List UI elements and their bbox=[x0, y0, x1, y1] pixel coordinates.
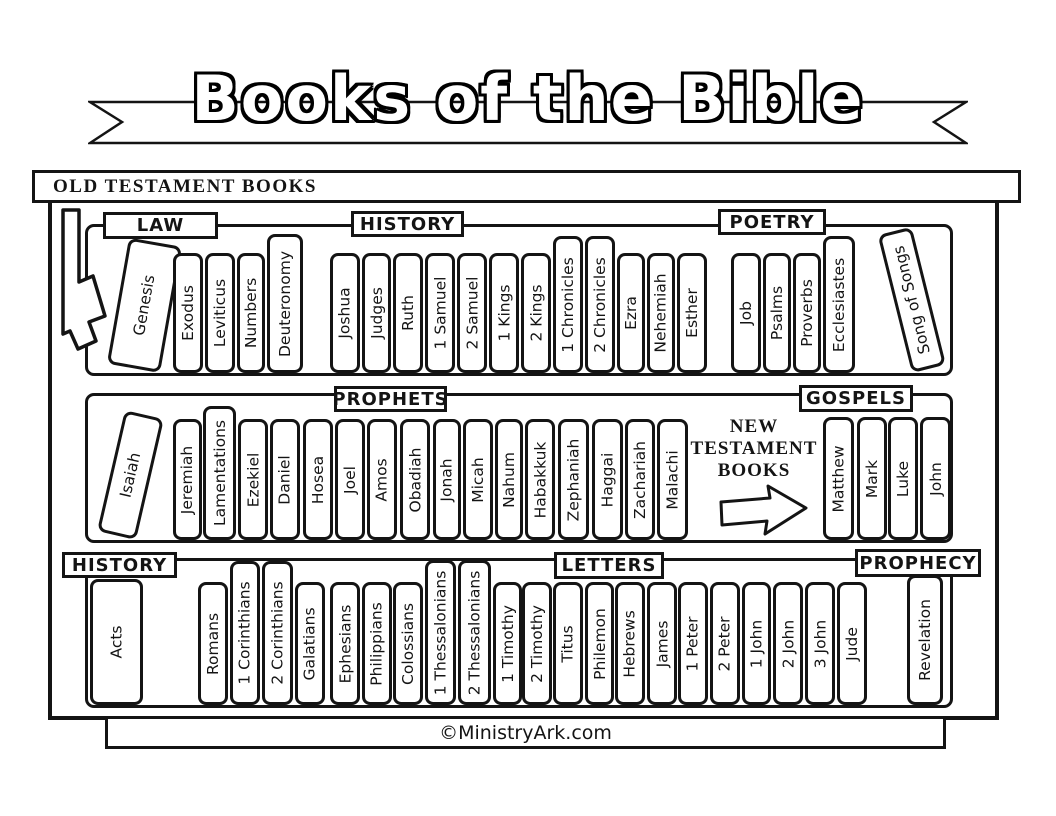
new-testament-note-line2: TESTAMENT bbox=[690, 438, 818, 459]
book-spine-psalms: Psalms bbox=[763, 253, 791, 373]
book-spine-john: John bbox=[920, 417, 951, 540]
new-testament-note-line3: BOOKS bbox=[717, 460, 791, 481]
shelf-old-testament-top: Genesis Exodus Leviticus Numbers Deutero… bbox=[85, 224, 953, 376]
page-title: Books of the Bible bbox=[191, 62, 865, 135]
label-poetry: POETRY bbox=[718, 209, 826, 235]
book-spine-joshua: Joshua bbox=[330, 253, 360, 373]
label-law: LAW bbox=[103, 212, 218, 239]
book-spine-proverbs: Proverbs bbox=[793, 253, 821, 373]
book-spine-zephaniah: Zephaniah bbox=[558, 419, 589, 540]
book-spine-amos: Amos bbox=[367, 419, 397, 540]
book-spine-exodus: Exodus bbox=[173, 253, 203, 373]
book-spine-1-chronicles: 1 Chronicles bbox=[553, 236, 583, 373]
book-spine-malachi: Malachi bbox=[657, 419, 688, 540]
book-spine-ephesians: Ephesians bbox=[330, 582, 360, 705]
book-spine-nehemiah: Nehemiah bbox=[647, 253, 675, 373]
book-spine-2-john: 2 John bbox=[773, 582, 803, 705]
credit-text: ©MinistryArk.com bbox=[439, 721, 612, 744]
ribbon-banner bbox=[88, 100, 968, 145]
label-letters-text: LETTERS bbox=[561, 555, 657, 576]
book-spine-daniel: Daniel bbox=[270, 419, 300, 540]
book-spine-2-samuel: 2 Samuel bbox=[457, 253, 487, 373]
start-here-arrow-icon bbox=[61, 208, 107, 351]
book-spine-2-corinthians: 2 Corinthians bbox=[262, 561, 293, 705]
book-spine-1-corinthians: 1 Corinthians bbox=[230, 561, 260, 705]
book-spine-1-kings: 1 Kings bbox=[489, 253, 519, 373]
book-spine-colossians: Colossians bbox=[393, 582, 423, 705]
book-spine-numbers: Numbers bbox=[237, 253, 265, 373]
label-poetry-text: POETRY bbox=[729, 211, 815, 233]
book-spine-2-thessalonians: 2 Thessalonians bbox=[458, 560, 491, 705]
book-spine-job: Job bbox=[731, 253, 761, 373]
book-spine-luke: Luke bbox=[888, 417, 918, 540]
book-spine-ecclesiastes: Ecclesiastes bbox=[823, 236, 855, 373]
book-spine-galatians: Galatians bbox=[295, 582, 325, 705]
book-spine-micah: Micah bbox=[463, 419, 493, 540]
label-history-nt: HISTORY bbox=[62, 552, 177, 578]
shelf-prophets-gospels: Isaiah Jeremiah Lamentations Ezekiel Dan… bbox=[85, 393, 953, 543]
book-spine-lamentations: Lamentations bbox=[203, 406, 236, 540]
book-spine-genesis: Genesis bbox=[106, 237, 183, 373]
book-spine-leviticus: Leviticus bbox=[205, 253, 235, 373]
book-spine-2-kings: 2 Kings bbox=[521, 253, 551, 373]
book-spine-habakkuk: Habakkuk bbox=[525, 419, 555, 540]
label-history-nt-text: HISTORY bbox=[71, 554, 168, 576]
label-prophecy-text: PROPHECY bbox=[859, 552, 977, 574]
book-spine-revelation: Revelation bbox=[907, 575, 943, 705]
book-spine-james: James bbox=[647, 582, 677, 705]
new-testament-note-line1: NEW bbox=[729, 416, 779, 437]
book-spine-matthew: Matthew bbox=[823, 417, 854, 540]
book-spine-titus: Titus bbox=[553, 582, 583, 705]
bookcase-base: ©MinistryArk.com bbox=[105, 716, 946, 749]
label-gospels-text: GOSPELS bbox=[806, 388, 906, 409]
book-spine-romans: Romans bbox=[198, 582, 228, 705]
book-spine-2-chronicles: 2 Chronicles bbox=[585, 236, 615, 373]
book-spine-1-john: 1 John bbox=[742, 582, 771, 705]
label-prophecy: PROPHECY bbox=[855, 549, 981, 577]
book-spine-1-thessalonians: 1 Thessalonians bbox=[425, 560, 456, 705]
label-gospels: GOSPELS bbox=[799, 385, 913, 412]
book-spine-obadiah: Obadiah bbox=[400, 419, 430, 540]
book-spine-ruth: Ruth bbox=[393, 253, 423, 373]
shelf-new-testament-bottom: Acts Romans 1 Corinthians 2 Corinthians … bbox=[85, 558, 953, 708]
book-spine-zachariah: Zachariah bbox=[625, 419, 655, 540]
book-spine-esther: Esther bbox=[677, 253, 707, 373]
label-prophets: PROPHETS bbox=[332, 386, 449, 412]
label-law-text: LAW bbox=[136, 215, 185, 236]
book-spine-hosea: Hosea bbox=[303, 419, 333, 540]
book-spine-acts: Acts bbox=[90, 579, 143, 705]
book-spine-jude: Jude bbox=[837, 582, 867, 705]
book-spine-1-timothy: 1 Timothy bbox=[493, 582, 522, 705]
label-history-ot-text: HISTORY bbox=[359, 213, 456, 235]
book-spine-jonah: Jonah bbox=[433, 419, 461, 540]
book-spine-judges: Judges bbox=[362, 253, 391, 373]
book-spine-philippians: Philippians bbox=[362, 582, 392, 705]
label-prophets-text: PROPHETS bbox=[332, 388, 449, 410]
book-spine-hebrews: Hebrews bbox=[615, 582, 645, 705]
right-arrow-icon bbox=[719, 484, 808, 536]
book-spine-joel: Joel bbox=[335, 419, 365, 540]
book-spine-ezekiel: Ezekiel bbox=[238, 419, 268, 540]
book-spine-isaiah: Isaiah bbox=[97, 410, 164, 540]
book-spine-song-of-songs: Song of Songs bbox=[877, 226, 946, 373]
book-spine-nahum: Nahum bbox=[495, 419, 523, 540]
book-spine-haggai: Haggai bbox=[592, 419, 623, 540]
book-spine-2-peter: 2 Peter bbox=[710, 582, 740, 705]
book-spine-jeremiah: Jeremiah bbox=[173, 419, 202, 540]
book-spine-philemon: Philemon bbox=[585, 582, 614, 705]
new-testament-note: NEW TESTAMENT BOOKS bbox=[690, 416, 818, 482]
book-spine-ezra: Ezra bbox=[617, 253, 645, 373]
old-testament-header-label: OLD TESTAMENT BOOKS bbox=[53, 175, 317, 197]
book-spine-mark: Mark bbox=[857, 417, 887, 540]
book-spine-1-samuel: 1 Samuel bbox=[425, 253, 455, 373]
book-spine-1-peter: 1 Peter bbox=[678, 582, 708, 705]
book-spine-3-john: 3 John bbox=[805, 582, 835, 705]
book-spine-2-timothy: 2 Timothy bbox=[522, 582, 552, 705]
old-testament-header-bar: OLD TESTAMENT BOOKS bbox=[32, 170, 1021, 203]
label-history-ot: HISTORY bbox=[351, 211, 464, 237]
book-spine-deuteronomy: Deuteronomy bbox=[267, 234, 303, 373]
label-letters: LETTERS bbox=[554, 552, 664, 579]
